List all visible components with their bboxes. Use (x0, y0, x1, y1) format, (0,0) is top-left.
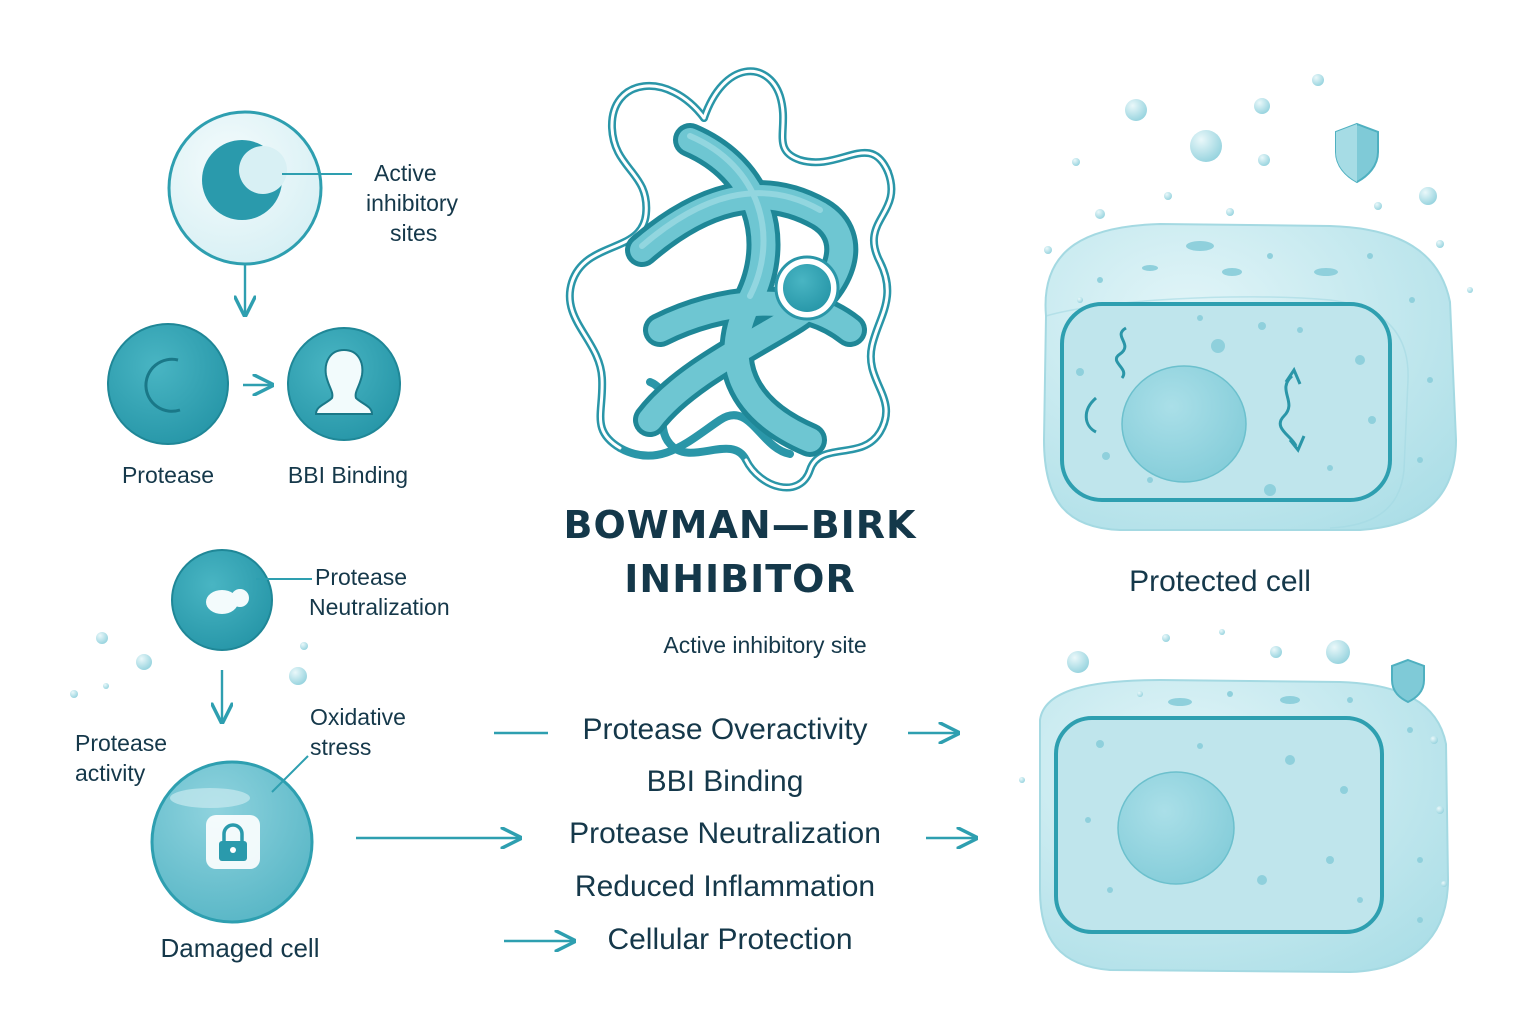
pathway-step-1: Protease Overactivity (582, 713, 868, 746)
label-line: stress (310, 734, 372, 760)
title-line-2: INHIBITOR (624, 557, 856, 601)
protein-ribbon (565, 67, 896, 492)
lock-icon (219, 823, 247, 861)
label-line: Neutralization (309, 594, 450, 620)
right-bottom-bubbles (1019, 629, 1447, 887)
shield-icon (1335, 122, 1379, 184)
label-line: Active (374, 160, 437, 186)
silhouette-icon (314, 348, 374, 415)
pathway-arrows (356, 733, 976, 941)
label-protease-activity: Protease activity (75, 728, 167, 788)
left-bubbles (70, 632, 308, 698)
label-damaged-cell: Damaged cell (160, 933, 320, 963)
label-protease-neutralization-small: Protease Neutralization (309, 562, 450, 622)
active-site-disc (167, 110, 352, 266)
label-oxidative-stress: Oxidative stress (310, 702, 406, 762)
protected-cell-top (1042, 222, 1458, 531)
pathway-step-4: Reduced Inflammation (574, 870, 876, 903)
protease-disc (107, 323, 229, 445)
crescent-outline-icon (144, 357, 181, 413)
title-line-1: BOWMAN—BIRK (563, 503, 917, 547)
label-active-inhibitory-sites: Active inhibitory sites (366, 158, 458, 248)
label-bbi-binding: BBI Binding (287, 462, 409, 488)
active-site-marker (774, 255, 840, 321)
label-line: inhibitory (366, 190, 459, 216)
label-protease: Protease (121, 462, 215, 488)
label-line: Protease (315, 564, 408, 590)
blob-icon (206, 589, 249, 614)
label-protected-cell: Protected cell (1129, 565, 1311, 598)
label-line: Protease (75, 730, 168, 756)
label-line: sites (390, 220, 438, 246)
label-line: activity (75, 760, 146, 786)
right-top-bubbles (1044, 74, 1473, 303)
label-line: Oxidative (310, 704, 406, 730)
pathway-step-3: Protease Neutralization (569, 817, 881, 850)
bbi-binding-disc (287, 327, 401, 441)
page-title: BOWMAN—BIRK INHIBITOR (520, 498, 960, 606)
pathway-step-5: Cellular Protection (607, 923, 853, 956)
damaged-cell (150, 755, 314, 924)
crescent-icon (202, 140, 287, 220)
neutralization-disc (171, 549, 312, 651)
shield-icon-small (1391, 658, 1425, 704)
label-active-inhibitory-site: Active inhibitory site (663, 632, 867, 658)
protected-cell-bottom (1039, 678, 1450, 974)
pathway-step-2: BBI Binding (646, 765, 804, 798)
